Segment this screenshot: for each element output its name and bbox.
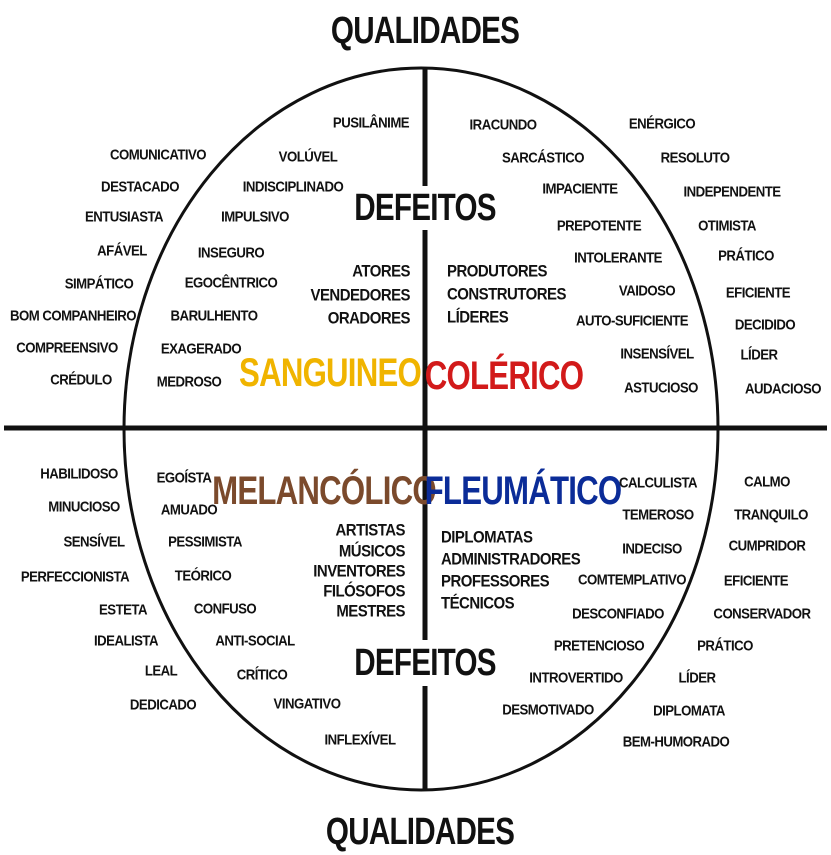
fleumatico-qualitie-item: CALMO [744, 473, 790, 491]
colerico-defect-item: PREPOTENTE [556, 217, 642, 235]
colerico-qualitie-item: AUDACIOSO [745, 380, 821, 398]
temperament-sanguineo: SANGUINEO [239, 351, 422, 395]
fleumatico-qualitie-item: BEM-HUMORADO [622, 733, 730, 751]
colerico-qualitie-item: DECIDIDO [734, 316, 796, 334]
fleumatico-defect-item: INTROVERTIDO [529, 669, 623, 687]
melancolico-qualitie-item: IDEALISTA [94, 632, 158, 650]
colerico-defect-item: INSENSÍVEL [620, 345, 694, 363]
fleumatico-defect-item: DESCONFIADO [572, 605, 664, 623]
melancolico-qualitie-item: MINUCIOSO [48, 498, 120, 516]
fleumatico-qualitie-item: CONSERVADOR [713, 605, 811, 623]
fleumatico-role-item: ADMINISTRADORES [441, 549, 581, 569]
melancolico-qualitie-item: SENSÍVEL [63, 533, 125, 551]
fleumatico-qualitie-item: LÍDER [678, 669, 717, 687]
colerico-qualitie-item: OTIMISTA [698, 217, 756, 235]
sanguineo-qualitie-item: ENTUSIASTA [84, 208, 164, 226]
temperament-colerico: COLÉRICO [424, 354, 584, 398]
sanguineo-defect-item: PUSILÂNIME [332, 114, 410, 132]
sanguineo-defect-item: MEDROSO [156, 373, 222, 391]
title-qualidades-bottom: QUALIDADES [325, 811, 515, 853]
melancolico-qualitie-item: ESTETA [99, 601, 147, 619]
title-qualidades-top: QUALIDADES [330, 10, 520, 52]
colerico-qualitie-item: INDEPENDENTE [683, 183, 781, 201]
fleumatico-role-item: DIPLOMATAS [441, 527, 533, 547]
melancolico-defect-item: INFLEXÍVEL [324, 731, 396, 749]
melancolico-qualitie-item: LEAL [144, 662, 178, 680]
melancolico-role-item: MÚSICOS [338, 541, 406, 561]
melancolico-qualitie-item: HABILIDOSO [40, 465, 118, 483]
melancolico-defect-item: VINGATIVO [273, 695, 341, 713]
colerico-role-item: PRODUTORES [447, 261, 548, 281]
melancolico-defect-item: CONFUSO [193, 600, 257, 618]
sanguineo-defect-item: BARULHENTO [170, 307, 258, 325]
sanguineo-qualitie-item: BOM COMPANHEIRO [9, 307, 137, 325]
colerico-qualitie-item: RESOLUTO [660, 149, 730, 167]
sanguineo-defect-item: INDISCIPLINADO [242, 178, 344, 196]
melancolico-defect-item: AMUADO [160, 501, 218, 519]
sanguineo-role-item: ORADORES [327, 308, 411, 328]
sanguineo-qualitie-item: SIMPÁTICO [64, 275, 134, 293]
colerico-defect-item: INTOLERANTE [574, 249, 662, 267]
sanguineo-defect-item: INSEGURO [197, 244, 265, 262]
colerico-defect-item: ASTUCIOSO [624, 379, 698, 397]
fleumatico-qualitie-item: EFICIENTE [723, 572, 789, 590]
sanguineo-qualitie-item: CRÉDULO [50, 371, 112, 389]
fleumatico-qualitie-item: PRÁTICO [697, 637, 753, 655]
melancolico-defect-item: TEÓRICO [174, 567, 232, 585]
colerico-qualitie-item: EFICIENTE [725, 284, 791, 302]
fleumatico-defect-item: PRETENCIOSO [553, 637, 645, 655]
colerico-role-item: LÍDERES [447, 307, 509, 327]
colerico-defect-item: AUTO-SUFICIENTE [575, 312, 689, 330]
sanguineo-qualitie-item: DESTACADO [101, 178, 179, 196]
label-defeitos-top: DEFEITOS [354, 187, 496, 229]
melancolico-role-item: INVENTORES [313, 561, 405, 581]
colerico-qualitie-item: ENÉRGICO [628, 115, 696, 133]
sanguineo-qualitie-item: AFÁVEL [97, 242, 147, 260]
fleumatico-role-item: PROFESSORES [441, 571, 550, 591]
colerico-qualitie-item: LÍDER [740, 346, 779, 364]
fleumatico-defect-item: COMTEMPLATIVO [577, 571, 687, 589]
temperament-fleumatico: FLEUMÁTICO [424, 469, 622, 513]
fleumatico-defect-item: TEMEROSO [622, 506, 694, 524]
colerico-defect-item: IRACUNDO [469, 116, 537, 134]
melancolico-role-item: FILÓSOFOS [323, 581, 405, 601]
sanguineo-defect-item: EXAGERADO [160, 340, 242, 358]
colerico-qualitie-item: PRÁTICO [718, 247, 774, 265]
fleumatico-defect-item: CALCULISTA [618, 474, 698, 492]
sanguineo-role-item: ATORES [352, 261, 410, 281]
melancolico-defect-item: CRÍTICO [236, 666, 288, 684]
sanguineo-defect-item: IMPULSIVO [221, 208, 289, 226]
temperament-melancolico: MELANCÓLICO [212, 469, 436, 513]
fleumatico-qualitie-item: CUMPRIDOR [728, 537, 806, 555]
melancolico-defect-item: PESSIMISTA [168, 533, 242, 551]
melancolico-defect-item: EGOÍSTA [156, 469, 212, 487]
fleumatico-qualitie-item: DIPLOMATA [653, 702, 725, 720]
sanguineo-qualitie-item: COMPREENSIVO [16, 339, 118, 357]
label-defeitos-bottom: DEFEITOS [354, 642, 496, 684]
fleumatico-qualitie-item: TRANQUILO [734, 506, 808, 524]
sanguineo-role-item: VENDEDORES [310, 285, 411, 305]
melancolico-qualitie-item: DEDICADO [129, 696, 197, 714]
fleumatico-defect-item: INDECISO [622, 540, 682, 558]
colerico-defect-item: SARCÁSTICO [502, 149, 585, 167]
melancolico-qualitie-item: PERFECCIONISTA [20, 568, 130, 586]
fleumatico-defect-item: DESMOTIVADO [502, 701, 594, 719]
sanguineo-qualitie-item: COMUNICATIVO [109, 146, 207, 164]
melancolico-role-item: ARTISTAS [335, 520, 406, 540]
sanguineo-defect-item: VOLÚVEL [278, 148, 338, 166]
colerico-defect-item: VAIDOSO [618, 282, 676, 300]
melancolico-defect-item: ANTI-SOCIAL [215, 632, 295, 650]
colerico-defect-item: IMPACIENTE [542, 180, 618, 198]
melancolico-role-item: MESTRES [336, 601, 405, 621]
fleumatico-role-item: TÉCNICOS [441, 593, 515, 613]
sanguineo-defect-item: EGOCÊNTRICO [184, 274, 278, 292]
colerico-role-item: CONSTRUTORES [447, 284, 566, 304]
